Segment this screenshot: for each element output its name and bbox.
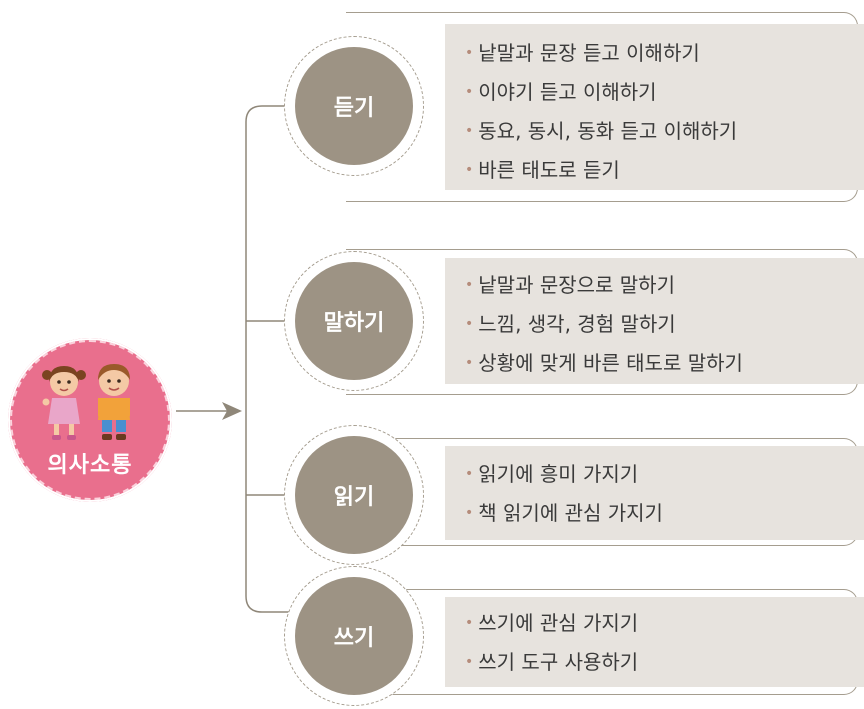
bullet-icon: • [465,355,474,371]
category-node-speaking: 말하기 [284,251,424,391]
bullet-icon: • [465,316,474,332]
item-list: •낱말과 문장 듣고 이해하기 •이야기 듣고 이해하기 •동요, 동시, 동화… [465,35,864,191]
category-node-reading: 읽기 [284,425,424,565]
category-label-writing: 쓰기 [295,577,413,695]
bullet-icon: • [465,654,474,670]
category-node-listening: 듣기 [284,36,424,176]
bullet-icon: • [465,615,474,631]
item-list: •읽기에 흥미 가지기 •책 읽기에 관심 가지기 [465,456,864,534]
item-text: 이야기 듣고 이해하기 [478,80,657,104]
children-illustration-icon [42,364,130,440]
panel-speaking: •낱말과 문장으로 말하기 •느낌, 생각, 경험 말하기 •상황에 맞게 바른… [445,258,864,384]
bullet-icon: • [465,162,474,178]
arrow-head-icon [222,402,242,420]
category-label-reading: 읽기 [295,436,413,554]
bullet-icon: • [465,84,474,100]
item-text: 바른 태도로 듣기 [478,158,620,182]
item-text: 읽기에 흥미 가지기 [478,462,639,486]
list-item: •상황에 맞게 바른 태도로 말하기 [465,345,864,384]
panel-writing: •쓰기에 관심 가지기 •쓰기 도구 사용하기 [445,597,864,687]
item-text: 쓰기에 관심 가지기 [478,611,639,635]
trunk-line [245,105,292,613]
bullet-icon: • [465,466,474,482]
list-item: •쓰기 도구 사용하기 [465,644,864,683]
item-text: 쓰기 도구 사용하기 [478,650,639,674]
list-item: •낱말과 문장으로 말하기 [465,267,864,306]
item-list: •낱말과 문장으로 말하기 •느낌, 생각, 경험 말하기 •상황에 맞게 바른… [465,267,864,384]
item-text: 동요, 동시, 동화 듣고 이해하기 [478,119,738,143]
bullet-icon: • [465,277,474,293]
hub-title: 의사소통 [47,453,133,478]
panel-listening: •낱말과 문장 듣고 이해하기 •이야기 듣고 이해하기 •동요, 동시, 동화… [445,24,864,190]
list-item: •읽기에 흥미 가지기 [465,456,864,495]
list-item: •책 읽기에 관심 가지기 [465,495,864,534]
category-label-listening: 듣기 [295,47,413,165]
category-label-speaking: 말하기 [295,262,413,380]
item-text: 상황에 맞게 바른 태도로 말하기 [478,351,743,375]
item-text: 느낌, 생각, 경험 말하기 [478,312,676,336]
item-text: 낱말과 문장으로 말하기 [478,273,675,297]
item-list: •쓰기에 관심 가지기 •쓰기 도구 사용하기 [465,605,864,683]
girl-icon [42,366,86,440]
bullet-icon: • [465,123,474,139]
list-item: •낱말과 문장 듣고 이해하기 [465,35,864,74]
bullet-icon: • [465,505,474,521]
panel-reading: •읽기에 흥미 가지기 •책 읽기에 관심 가지기 [445,446,864,540]
category-node-writing: 쓰기 [284,566,424,706]
item-text: 책 읽기에 관심 가지기 [478,501,663,525]
bullet-icon: • [465,45,474,61]
item-text: 낱말과 문장 듣고 이해하기 [478,41,700,65]
list-item: •쓰기에 관심 가지기 [465,605,864,644]
boy-icon [98,364,130,440]
list-item: •바른 태도로 듣기 [465,152,864,191]
hub-dashed-ring [10,340,170,500]
list-item: •느낌, 생각, 경험 말하기 [465,306,864,345]
list-item: •이야기 듣고 이해하기 [465,74,864,113]
list-item: •동요, 동시, 동화 듣고 이해하기 [465,113,864,152]
